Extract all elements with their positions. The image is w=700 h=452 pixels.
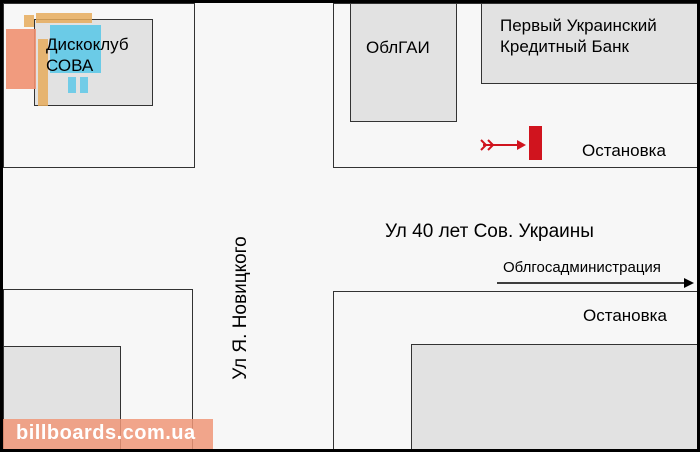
disco-club-sova: СОВА — [46, 56, 94, 75]
billboard-marker-icon — [529, 126, 542, 160]
disco-club-name: Дискоклуб — [46, 35, 129, 54]
bank-label: Первый Украинский Кредитный Банк — [500, 15, 657, 57]
bus-stop-bottom: Остановка — [583, 306, 667, 325]
street-horizontal-label: Ул 40 лет Сов. Украины — [385, 221, 594, 242]
building-gai — [350, 3, 457, 122]
watermark-text: billboards.com.ua — [16, 422, 196, 444]
bank-name-line2: Кредитный Банк — [500, 37, 629, 56]
bus-stop-top: Остановка — [582, 141, 666, 160]
view-direction-icon — [480, 139, 526, 151]
gai-label: ОблГАИ — [366, 38, 430, 57]
owl-logo-icon — [6, 13, 101, 106]
street-vertical-label: Ул Я. Новицкого — [230, 236, 251, 380]
bank-name-line1: Первый Украинский — [500, 16, 657, 35]
arrow-right-icon — [497, 278, 694, 288]
watermark: billboards.com.ua — [3, 419, 213, 449]
building-bottom-right — [411, 344, 697, 449]
disco-club-label: Дискоклуб СОВА — [46, 34, 129, 76]
direction-label: Облгосадминистрация — [503, 259, 661, 276]
building-bank — [481, 3, 697, 84]
